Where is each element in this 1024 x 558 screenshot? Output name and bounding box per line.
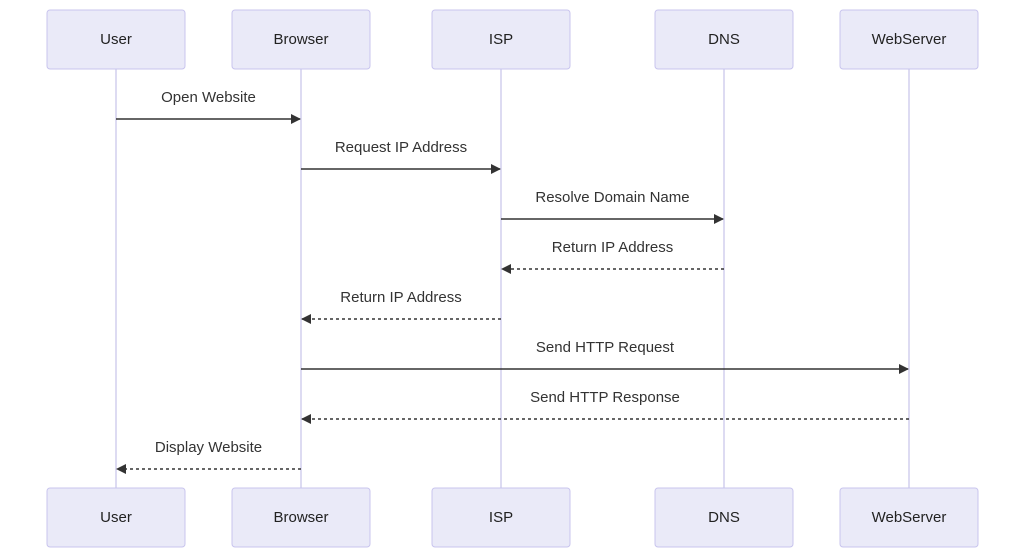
- message-label: Return IP Address: [340, 289, 461, 306]
- actor-box: [839, 487, 979, 548]
- actors-bottom: User Browser ISP DNS WebServer: [46, 487, 979, 548]
- message: Request IP Address: [301, 139, 501, 174]
- actor-box: [839, 9, 979, 70]
- actor-box: [654, 487, 794, 548]
- message: Return IP Address: [301, 289, 501, 324]
- message: Return IP Address: [501, 239, 724, 274]
- actor-label: User: [100, 31, 132, 48]
- actor-box: [231, 9, 371, 70]
- actor-label: WebServer: [872, 509, 947, 526]
- message: Open Website: [116, 89, 301, 124]
- lifelines: [115, 69, 910, 488]
- message-label: Send HTTP Response: [530, 389, 680, 406]
- actor-box: [654, 9, 794, 70]
- actor-isp-top: ISP: [431, 9, 571, 70]
- actor-box: [431, 487, 571, 548]
- message: Send HTTP Response: [301, 389, 909, 424]
- actor-box: [46, 487, 186, 548]
- actor-webserver-bottom: WebServer: [839, 487, 979, 548]
- actor-box: [231, 487, 371, 548]
- actor-user-top: User: [46, 9, 186, 70]
- message: Send HTTP Request: [301, 339, 909, 374]
- actor-label: Browser: [273, 509, 328, 526]
- actor-browser-top: Browser: [231, 9, 371, 70]
- actor-browser-bottom: Browser: [231, 487, 371, 548]
- actor-label: WebServer: [872, 31, 947, 48]
- actor-isp-bottom: ISP: [431, 487, 571, 548]
- message: Display Website: [116, 439, 301, 474]
- actor-label: DNS: [708, 509, 740, 526]
- message-label: Request IP Address: [335, 139, 467, 156]
- actor-user-bottom: User: [46, 487, 186, 548]
- actor-dns-bottom: DNS: [654, 487, 794, 548]
- actors-top: User Browser ISP DNS WebServer: [46, 9, 979, 70]
- message: Resolve Domain Name: [501, 189, 724, 224]
- actor-box: [46, 9, 186, 70]
- actor-label: User: [100, 509, 132, 526]
- message-label: Display Website: [155, 439, 262, 456]
- message-label: Send HTTP Request: [536, 339, 675, 356]
- actor-label: ISP: [489, 509, 513, 526]
- message-label: Open Website: [161, 89, 256, 106]
- actor-label: Browser: [273, 31, 328, 48]
- actor-label: DNS: [708, 31, 740, 48]
- message-label: Resolve Domain Name: [535, 189, 689, 206]
- actor-label: ISP: [489, 31, 513, 48]
- actor-webserver-top: WebServer: [839, 9, 979, 70]
- actor-box: [431, 9, 571, 70]
- actor-dns-top: DNS: [654, 9, 794, 70]
- message-label: Return IP Address: [552, 239, 673, 256]
